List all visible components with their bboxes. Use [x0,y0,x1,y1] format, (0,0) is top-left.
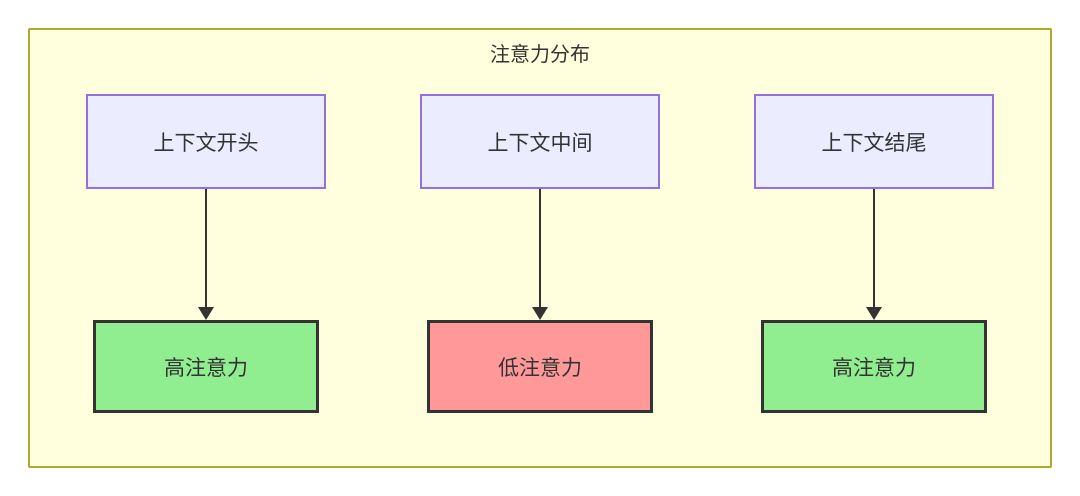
high-attention-label-left: 高注意力 [164,355,248,380]
arrow-head-icon [532,307,548,320]
context-end-node: 上下文结尾 [754,94,994,189]
high-attention-node-left: 高注意力 [93,320,319,413]
arrow-head-icon [866,307,882,320]
context-start-label: 上下文开头 [153,130,259,155]
flow-column-context-middle: 上下文中间 低注意力 [420,94,660,413]
context-end-label: 上下文结尾 [821,130,927,155]
context-middle-label: 上下文中间 [487,130,593,155]
context-start-node: 上下文开头 [86,94,326,189]
low-attention-node: 低注意力 [427,320,653,413]
arrow-line [205,189,207,308]
arrow-context-middle [532,189,548,320]
attention-distribution-diagram: 注意力分布 上下文开头 高注意力 上下文中间 [28,28,1052,468]
diagram-columns: 上下文开头 高注意力 上下文中间 低注意力 [30,94,1050,413]
flow-column-context-end: 上下文结尾 高注意力 [754,94,994,413]
arrow-context-end [866,189,882,320]
low-attention-label: 低注意力 [498,355,582,380]
arrow-line [539,189,541,308]
high-attention-node-right: 高注意力 [761,320,987,413]
arrow-line [873,189,875,308]
arrow-context-start [198,189,214,320]
flow-column-context-start: 上下文开头 高注意力 [86,94,326,413]
high-attention-label-right: 高注意力 [832,355,916,380]
diagram-title: 注意力分布 [490,42,590,66]
context-middle-node: 上下文中间 [420,94,660,189]
arrow-head-icon [198,307,214,320]
